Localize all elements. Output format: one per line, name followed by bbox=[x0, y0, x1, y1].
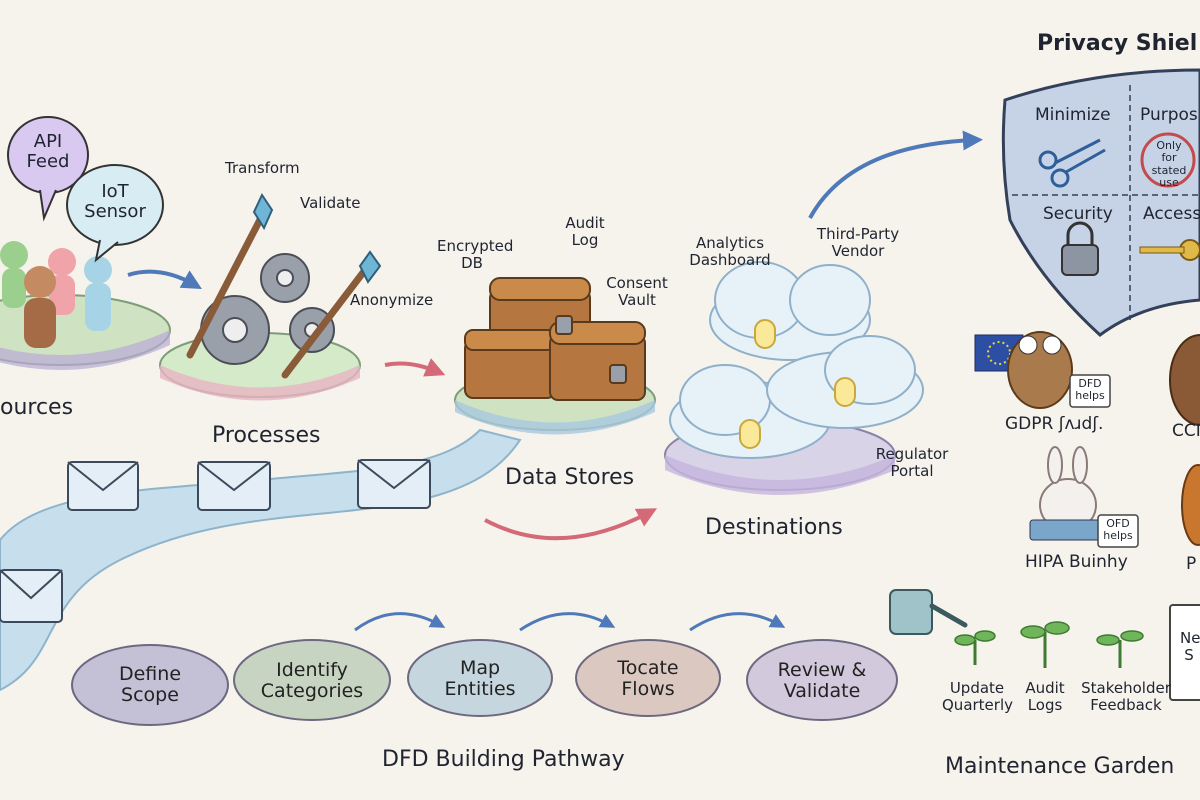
guardian-gdpr-badge: DFD helps bbox=[1075, 377, 1105, 403]
step-transform: Transform bbox=[225, 159, 300, 177]
sprout-icons bbox=[954, 621, 1144, 668]
garden-title: Maintenance Garden bbox=[945, 754, 1175, 779]
garden-stakeholder-feedback: Stakeholder Feedback bbox=[1081, 679, 1171, 714]
guardian-hipaa-label: HIPA Buinhy bbox=[1025, 552, 1128, 572]
treasure-chest-icons bbox=[464, 277, 646, 401]
watering-can-icon bbox=[889, 589, 968, 635]
dest-third-party-vendor: Third-Party Vendor bbox=[816, 225, 900, 260]
bubble-api-feed: API Feed bbox=[26, 131, 70, 173]
stepping-stones bbox=[71, 639, 898, 726]
envelope-characters bbox=[0, 459, 431, 623]
arrow-processes-to-stores bbox=[384, 358, 446, 377]
guardian-p-label: P bbox=[1186, 554, 1197, 574]
pathway-title: DFD Building Pathway bbox=[382, 747, 625, 772]
bunny-icon bbox=[1029, 446, 1106, 541]
source-bubbles bbox=[7, 116, 164, 263]
bear-icon bbox=[1169, 334, 1200, 426]
step-locate-flows: Tocate Flows bbox=[617, 657, 679, 701]
step-validate: Validate bbox=[300, 194, 361, 212]
garden-audit-logs: Audit Logs bbox=[1025, 679, 1065, 714]
wand-icons bbox=[186, 192, 382, 379]
store-consent-vault: Consent Vault bbox=[606, 274, 668, 309]
arrow-sources-to-processes bbox=[127, 269, 202, 289]
step-map-entities: Map Entities bbox=[444, 657, 516, 701]
dest-regulator-portal: Regulator Portal bbox=[875, 445, 949, 480]
arrow-to-privacy-shield bbox=[808, 130, 983, 219]
key-icon bbox=[1139, 239, 1200, 261]
pathway-arrow-3 bbox=[689, 612, 786, 632]
shield-access: Access bbox=[1143, 204, 1200, 224]
destinations-title: Destinations bbox=[705, 515, 843, 540]
bubble-iot-sensor: IoT Sensor bbox=[84, 181, 146, 223]
store-encrypted-db: Encrypted DB bbox=[437, 237, 514, 272]
scissors-icon bbox=[1038, 138, 1106, 188]
cloud-icons bbox=[669, 261, 924, 459]
pathway-arrow-2 bbox=[519, 612, 616, 632]
data-stores-title: Data Stores bbox=[505, 465, 635, 490]
calendar-icon bbox=[1169, 604, 1200, 701]
gear-icon bbox=[200, 253, 335, 365]
guardian-cci-label: CCI bbox=[1172, 421, 1200, 441]
target-icon bbox=[1140, 132, 1196, 188]
squirrel-icon bbox=[1181, 464, 1200, 546]
step-define-scope: Define Scope bbox=[118, 663, 182, 707]
source-characters bbox=[0, 241, 112, 348]
shield-icon bbox=[1001, 68, 1200, 337]
step-anonymize: Anonymize bbox=[350, 291, 434, 309]
shield-purpose: Purpos bbox=[1140, 105, 1198, 125]
dfd-badge-bunny bbox=[1097, 514, 1139, 548]
shield-purpose-note: Only for stated use bbox=[1151, 139, 1187, 189]
arrow-to-destinations bbox=[484, 508, 658, 541]
garden-update-quarterly: Update Quarterly bbox=[942, 679, 1013, 714]
shield-minimize: Minimize bbox=[1035, 105, 1111, 125]
padlock-icon bbox=[1061, 221, 1099, 276]
dest-analytics-dashboard: Analytics Dashboard bbox=[689, 234, 771, 269]
owl-icon bbox=[1007, 331, 1073, 409]
pathway-arrow-1 bbox=[354, 612, 446, 632]
guardian-gdpr-label: GDPR ʃʌɹdʃ. bbox=[1005, 414, 1104, 434]
step-identify-categories: Identify Categories bbox=[260, 659, 364, 703]
store-audit-log: Audit Log bbox=[565, 214, 605, 249]
sources-title: ources bbox=[0, 395, 74, 420]
step-review-validate: Review & Validate bbox=[777, 659, 867, 703]
privacy-shield-title: Privacy Shiel bbox=[1037, 31, 1198, 56]
processes-title: Processes bbox=[212, 423, 321, 448]
guardian-hipaa-badge: OFD helps bbox=[1103, 517, 1133, 543]
shield-security: Security bbox=[1043, 204, 1113, 224]
dfd-badge-owl bbox=[1069, 374, 1111, 408]
calendar-text: Ne S bbox=[1180, 629, 1200, 664]
